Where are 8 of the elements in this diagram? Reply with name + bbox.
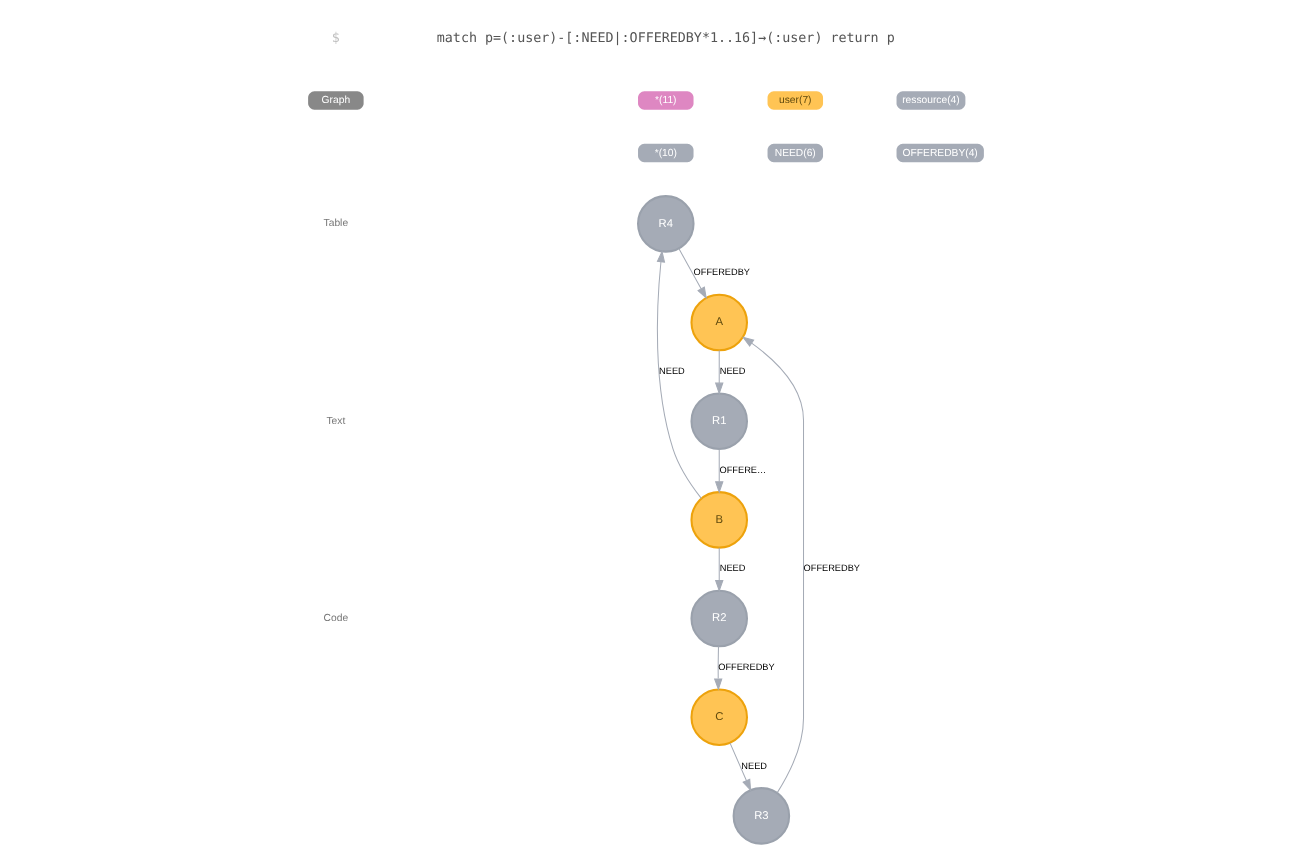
arrow: [713, 349, 723, 395]
arrow: [713, 547, 723, 593]
arrow: [655, 250, 701, 499]
arrow: [728, 742, 751, 792]
arrow: [677, 248, 706, 300]
arrow: [713, 448, 723, 494]
arrow: [740, 336, 804, 794]
arrow: [712, 646, 722, 691]
